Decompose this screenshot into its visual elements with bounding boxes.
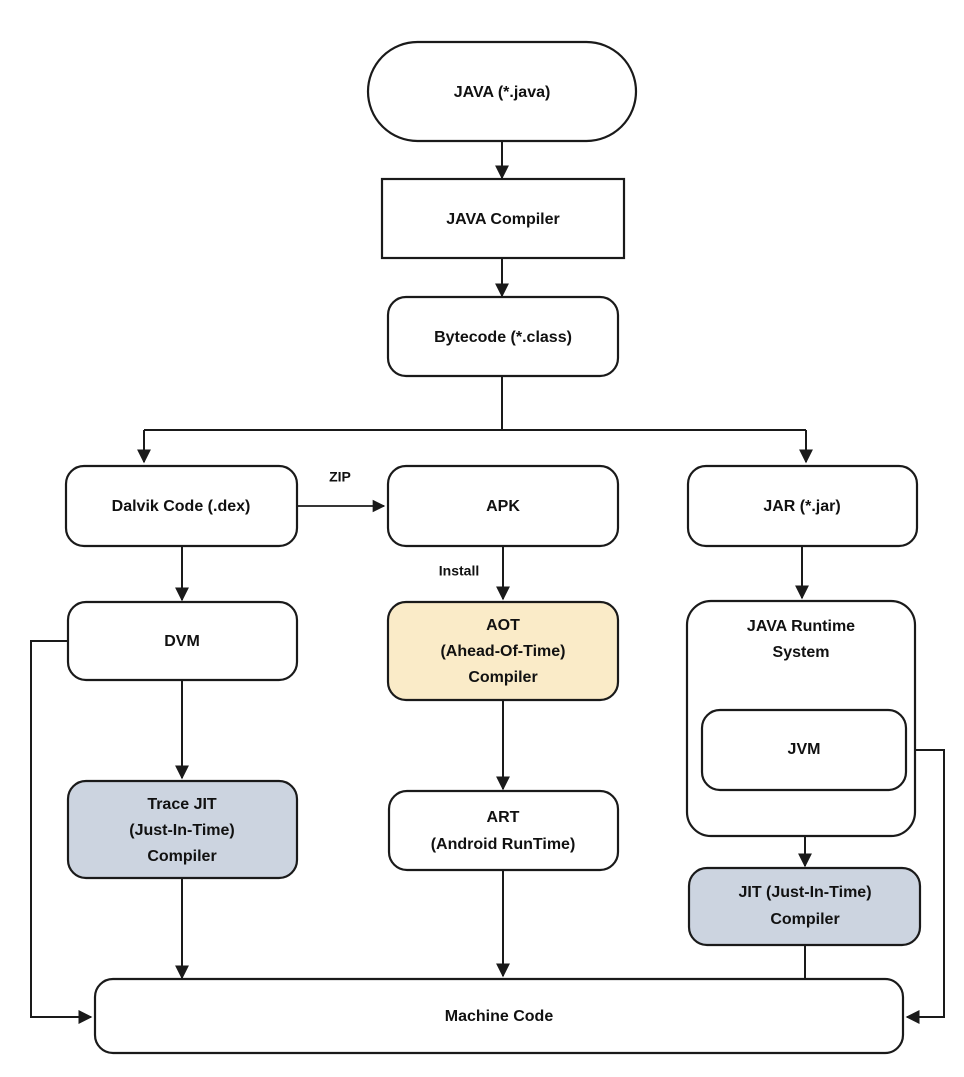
node-jar[interactable]: JAR (*.jar) xyxy=(686,464,919,548)
node-jit-compiler-label-line2: Compiler xyxy=(770,911,839,928)
node-java-runtime-system-label-line2: System xyxy=(773,644,830,661)
node-jar-label: JAR (*.jar) xyxy=(763,498,840,515)
node-machine-code[interactable]: Machine Code xyxy=(93,977,905,1055)
node-dalvik-code-label: Dalvik Code (.dex) xyxy=(112,498,251,515)
node-aot-compiler-label-line1: AOT xyxy=(486,617,520,634)
edge-label-install: Install xyxy=(439,563,479,579)
node-jvm[interactable]: JVM xyxy=(700,708,908,792)
node-java-compiler-label: JAVA Compiler xyxy=(446,211,560,228)
node-art-label-line2: (Android RunTime) xyxy=(431,836,576,853)
node-jit-compiler[interactable]: JIT (Just-In-Time) Compiler xyxy=(687,866,922,947)
node-aot-compiler-label-line3: Compiler xyxy=(468,669,537,686)
node-art[interactable]: ART (Android RunTime) xyxy=(387,789,620,872)
edge-dvm-to-machine-code-loop xyxy=(30,640,93,1024)
node-aot-compiler-label-line2: (Ahead-Of-Time) xyxy=(440,643,565,660)
node-jit-compiler-label-line1: JIT (Just-In-Time) xyxy=(738,884,871,901)
node-apk-label: APK xyxy=(486,498,520,515)
node-trace-jit-label-line1: Trace JIT xyxy=(147,796,217,813)
node-apk[interactable]: APK xyxy=(386,464,620,548)
node-machine-code-label: Machine Code xyxy=(445,1008,554,1025)
node-trace-jit-label-line3: Compiler xyxy=(147,848,216,865)
node-java-source-label: JAVA (*.java) xyxy=(454,84,551,101)
node-trace-jit[interactable]: Trace JIT (Just-In-Time) Compiler xyxy=(66,779,299,880)
node-aot-compiler[interactable]: AOT (Ahead-Of-Time) Compiler xyxy=(386,600,620,702)
node-java-source[interactable]: JAVA (*.java) xyxy=(366,40,638,143)
edge-jvm-to-machine-code-loop xyxy=(905,749,945,1024)
node-trace-jit-label-line2: (Just-In-Time) xyxy=(129,822,234,839)
node-bytecode-label: Bytecode (*.class) xyxy=(434,329,572,346)
node-dvm-label: DVM xyxy=(164,633,200,650)
node-java-runtime-system-label-line1: JAVA Runtime xyxy=(747,618,855,635)
node-dalvik-code[interactable]: Dalvik Code (.dex) xyxy=(64,464,299,548)
node-art-label-line1: ART xyxy=(487,809,520,826)
node-dvm[interactable]: DVM xyxy=(66,600,299,682)
edge-label-zip: ZIP xyxy=(329,469,351,485)
node-jvm-label: JVM xyxy=(788,741,821,758)
node-bytecode[interactable]: Bytecode (*.class) xyxy=(386,295,620,378)
node-java-compiler[interactable]: JAVA Compiler xyxy=(380,177,626,260)
